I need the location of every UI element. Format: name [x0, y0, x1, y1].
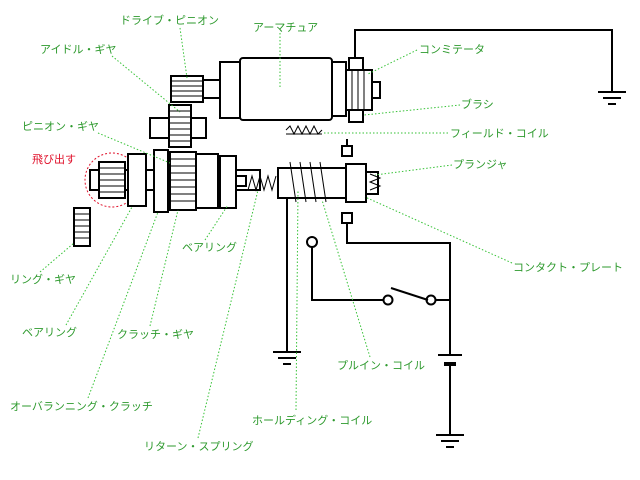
solenoid-assembly [277, 161, 382, 203]
label-field-coil: フィールド・コイル [450, 127, 549, 140]
lower-contact-terminal [341, 212, 353, 224]
motor-shaft-rear [371, 81, 381, 99]
label-brush: ブラシ [461, 97, 494, 111]
idle-gear [168, 104, 192, 148]
idle-gear-assembly [149, 104, 207, 148]
commutator-ground-wire [354, 29, 613, 92]
contact-plate-block [345, 163, 367, 203]
commutator [345, 69, 373, 111]
left-bearing [127, 153, 147, 207]
plunger-spring [368, 173, 382, 191]
upper-contact-terminal [341, 145, 353, 157]
coil-terminal [306, 236, 318, 248]
battery-symbol [438, 354, 462, 366]
pinion-gear [98, 161, 126, 199]
motor-shaft-front [202, 79, 222, 99]
right-bearing [219, 155, 237, 209]
labels: ドライブ・ピニオン アーマチュア アイドル・ギヤ コンミテータ ブラシ ピニオン… [10, 13, 623, 453]
label-pinion-gear: ピニオン・ギヤ [22, 120, 99, 133]
label-bearing-right: ベアリング [182, 240, 237, 254]
label-return-spring: リターン・スプリング [144, 439, 253, 453]
label-overrunning-clutch: オーバランニング・クラッチ [10, 399, 153, 413]
armature-body [239, 57, 333, 121]
label-drive-pinion: ドライブ・ピニオン [120, 13, 219, 27]
motor-front-bracket [219, 61, 241, 119]
motor-assembly [170, 57, 381, 136]
wiring [273, 29, 626, 448]
label-armature: アーマチュア [253, 21, 318, 34]
label-idle-gear: アイドル・ギヤ [40, 43, 116, 56]
battery-feed-wire [346, 223, 451, 300]
leader-lines [39, 27, 513, 439]
motor-rear-bracket [331, 61, 347, 117]
ground-symbol-battery [436, 434, 464, 448]
return-spring [247, 174, 277, 192]
ring-gear [73, 207, 91, 247]
label-pop-out: 飛び出す [32, 152, 76, 166]
label-plunger: プランジャ [453, 158, 507, 171]
brush-top [348, 57, 364, 71]
switch-contact-left [382, 294, 394, 306]
ground-symbol-coil [273, 351, 301, 365]
ground-symbol-top-right [598, 91, 626, 105]
solenoid-coil [289, 161, 327, 203]
overrunning-clutch-plate [153, 149, 169, 213]
label-contact-plate: コンタクト・プレート [513, 261, 623, 274]
drive-assembly [84, 149, 277, 213]
field-coil [285, 124, 323, 136]
switch-wire [311, 242, 388, 301]
label-pull-in-coil: プルイン・コイル [337, 359, 425, 372]
clutch-gear [169, 151, 197, 211]
clutch-housing [195, 153, 219, 209]
label-bearing-left: ベアリング [22, 325, 77, 339]
label-holding-coil: ホールディング・コイル [252, 413, 372, 427]
label-ring-gear: リング・ギヤ [10, 272, 76, 286]
switch-lever [390, 287, 429, 301]
label-clutch-gear: クラッチ・ギヤ [117, 328, 194, 341]
drive-pinion-gear [170, 75, 204, 103]
label-commutator: コンミテータ [419, 43, 485, 56]
return-spring-seat [235, 175, 247, 187]
brush-bottom [348, 109, 364, 123]
